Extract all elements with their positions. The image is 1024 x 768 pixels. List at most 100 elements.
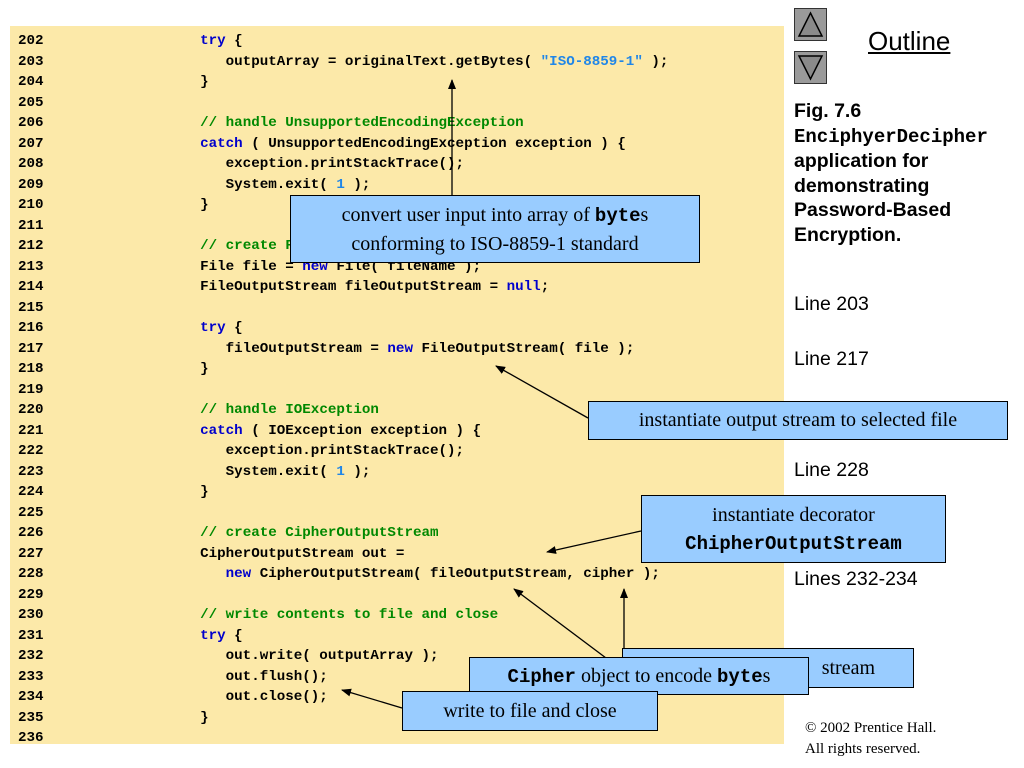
code-token: } xyxy=(132,74,209,90)
code-token: catch xyxy=(200,422,243,439)
line-number: 236 xyxy=(18,730,44,746)
callout-cipher-class: Cipher xyxy=(507,666,576,688)
code-token: System.exit( xyxy=(132,176,337,193)
code-token: new xyxy=(225,566,252,582)
line-number: 216 xyxy=(18,320,44,336)
line-number: 226 xyxy=(18,525,44,541)
code-token: ( UnsupportedEncodingException exception… xyxy=(242,135,626,152)
callout-decorator-class: ChipherOutputStream xyxy=(685,533,902,555)
code-token: "ISO-8859-1" xyxy=(540,53,643,70)
code-text: catch ( IOException exception ) { xyxy=(132,421,481,441)
line-number: 205 xyxy=(18,94,44,111)
previous-slide-button[interactable] xyxy=(794,8,827,41)
code-token: } xyxy=(132,197,209,213)
line-number: 204 xyxy=(18,74,44,90)
code-token: { xyxy=(225,33,243,49)
code-text: } xyxy=(132,195,209,215)
line-number: 219 xyxy=(18,381,44,398)
line-number: 227 xyxy=(18,545,44,562)
line-ref-228[interactable]: Line 228 xyxy=(794,459,869,481)
code-text: out.close(); xyxy=(132,687,328,707)
code-token: // write contents to file and close xyxy=(200,607,499,623)
caption-class-name: EnciphyerDeciphe xyxy=(794,125,977,148)
line-number: 233 xyxy=(18,668,44,685)
code-text: } xyxy=(132,482,209,502)
code-token: out.write( outputArray ); xyxy=(132,648,439,664)
line-number: 217 xyxy=(18,340,44,357)
line-number: 211 xyxy=(18,217,44,234)
callout-cipher-post: s xyxy=(762,665,771,687)
line-number: 202 xyxy=(18,33,44,49)
code-token: new xyxy=(387,340,413,357)
outline-link[interactable]: Outline xyxy=(868,26,951,56)
code-token: CipherOutputStream( fileOutputStream, ci… xyxy=(251,566,660,582)
code-text: exception.printStackTrace(); xyxy=(132,154,464,174)
line-number: 224 xyxy=(18,484,44,500)
line-number: 214 xyxy=(18,279,44,295)
line-number: 218 xyxy=(18,361,44,377)
code-text: out.flush(); xyxy=(132,667,328,687)
line-ref-217[interactable]: Line 217 xyxy=(794,348,869,370)
code-token: } xyxy=(132,709,209,726)
arrow-line-cipher xyxy=(513,588,607,659)
code-token: ( IOException exception ) { xyxy=(242,422,482,439)
copyright-notice: © 2002 Prentice Hall.All rights reserved… xyxy=(805,718,936,760)
line-number: 232 xyxy=(18,648,44,664)
arrow-line-217 xyxy=(495,365,589,419)
triangle-down-icon xyxy=(797,55,824,81)
line-number: 231 xyxy=(18,627,44,644)
line-number: 235 xyxy=(18,709,44,726)
code-text: } xyxy=(132,708,209,728)
callout-decorator-line1: instantiate decorator xyxy=(712,504,875,526)
code-text: // write contents to file and close xyxy=(132,605,498,625)
next-slide-button[interactable] xyxy=(794,51,827,84)
code-text: CipherOutputStream out = xyxy=(132,544,404,564)
code-text: // handle IOException xyxy=(132,400,379,420)
code-token: exception.printStackTrace(); xyxy=(132,443,465,459)
code-token: { xyxy=(225,627,243,644)
code-token: FileOutputStream fileOutputStream = xyxy=(132,279,507,295)
callout-cipher-keyword: byte xyxy=(717,666,763,688)
line-ref-232-234[interactable]: Lines 232-234 xyxy=(794,568,918,590)
code-token: // create CipherOutputStream xyxy=(200,525,439,541)
arrow-line-228 xyxy=(546,530,642,554)
code-token: { xyxy=(225,320,243,336)
code-text: } xyxy=(132,72,209,92)
code-token: null xyxy=(506,279,541,295)
code-listing: 202 try { 203 outputArray = originalText.… xyxy=(10,26,784,746)
callout-write-close: write to file and close xyxy=(402,691,658,731)
code-text: exception.printStackTrace(); xyxy=(132,441,464,461)
code-token: 1 xyxy=(336,463,345,480)
code-token: out.close(); xyxy=(132,689,328,705)
line-ref-203[interactable]: Line 203 xyxy=(794,293,869,315)
line-number: 223 xyxy=(18,463,44,480)
code-token: // handle UnsupportedEncodingException xyxy=(200,115,524,131)
code-text: try { xyxy=(132,31,243,51)
copyright-line1: 2002 Prentice Hall. xyxy=(816,720,937,736)
caption-prefix: Fig. 7.6 xyxy=(794,100,862,122)
code-text: System.exit( 1 ); xyxy=(132,175,371,195)
line-number: 208 xyxy=(18,156,44,172)
code-text: outputArray = originalText.getBytes( "IS… xyxy=(132,52,669,72)
code-token: exception.printStackTrace(); xyxy=(132,156,465,172)
code-token: CipherOutputStream out = xyxy=(132,545,405,562)
line-number: 203 xyxy=(18,53,44,70)
code-token: } xyxy=(132,361,209,377)
code-text: try { xyxy=(132,318,243,338)
code-text: // handle UnsupportedEncodingException xyxy=(132,113,524,133)
callout-bytes-post: s xyxy=(640,204,649,226)
callout-cipher: Cipher object to encode bytes xyxy=(469,657,809,695)
line-number: 229 xyxy=(18,586,44,603)
copyright-line2: All rights reserved. xyxy=(805,741,921,757)
code-token: } xyxy=(132,484,209,500)
line-number: 234 xyxy=(18,689,44,705)
code-text: out.write( outputArray ); xyxy=(132,646,439,666)
line-number: 207 xyxy=(18,135,44,152)
line-number: 213 xyxy=(18,258,44,275)
triangle-up-icon xyxy=(797,11,824,37)
line-number: 209 xyxy=(18,176,44,193)
line-number: 230 xyxy=(18,607,44,623)
code-token: ); xyxy=(344,176,371,193)
